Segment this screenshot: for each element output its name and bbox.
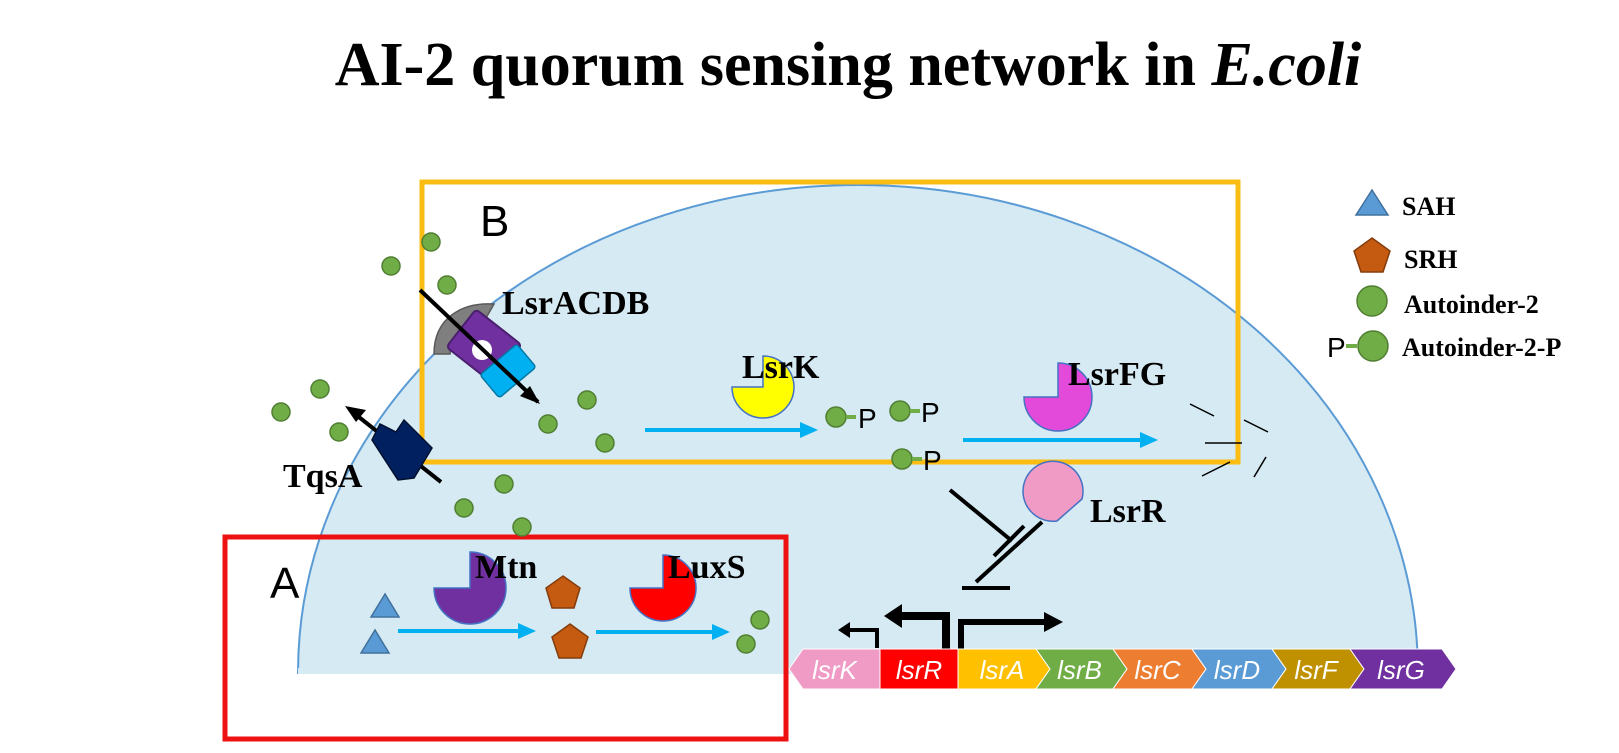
lsrr-label: LsrR <box>1090 493 1166 530</box>
luxs-arrowhead-icon <box>712 624 730 640</box>
box-b-label: B <box>480 197 509 246</box>
inhibition-marks <box>948 488 1044 590</box>
luxs-label: LuxS <box>668 549 746 586</box>
ai2p-molecule <box>889 400 911 422</box>
legend-label-ai2p: Autoinder-2-P <box>1402 333 1561 362</box>
import-arrow <box>418 288 540 404</box>
ai2-molecule <box>271 402 291 422</box>
ai2-molecule <box>595 433 615 453</box>
lsracdb-transporter <box>418 288 540 404</box>
gene-label-lsrG: lsrG <box>1377 655 1425 685</box>
degradation-arrowhead-icon <box>1140 432 1158 448</box>
mtn-icon <box>433 551 507 625</box>
title-organism: E.coli <box>1210 31 1361 99</box>
page-title: AI-2 quorum sensing network in E.coli <box>335 31 1362 99</box>
phosphorylation-arrowhead-icon <box>800 422 818 438</box>
gene-label-lsrC: lsrC <box>1134 655 1180 685</box>
lsrfg-icon <box>1023 362 1093 432</box>
box-a <box>222 534 789 742</box>
export-arrowhead-icon <box>345 406 366 422</box>
ai2-molecule <box>437 275 457 295</box>
degradation-fragments <box>1189 403 1269 478</box>
fragment-line <box>1243 419 1269 433</box>
promoters <box>847 612 1044 650</box>
lsrk-promoter-arrow <box>847 628 879 648</box>
box-a-label: A <box>270 559 300 608</box>
ai2p-molecule <box>825 406 847 428</box>
gene-label-lsrF: lsrF <box>1294 655 1339 685</box>
lsra-promoter-arrowhead-icon <box>1044 612 1063 632</box>
phospho-label: P <box>923 445 942 476</box>
ai2-molecules <box>271 232 770 654</box>
lsrfg-label: LsrFG <box>1068 356 1166 393</box>
ai2-molecule <box>494 474 514 494</box>
lsrr-promoter-arrow <box>900 612 950 650</box>
transporter-label: LsrACDB <box>502 285 649 322</box>
ai2-molecule <box>381 256 401 276</box>
ai2-molecule <box>454 498 474 518</box>
box-b <box>419 179 1241 465</box>
srh-icon <box>551 623 589 659</box>
gene-label-lsrR: lsrR <box>896 655 942 685</box>
ai2-molecule <box>577 390 597 410</box>
tqsa-icon <box>371 418 433 481</box>
legend: SAH SRH Autoinder-2 P Autoinder-2-P <box>1327 188 1561 363</box>
lsrk-label: LsrK <box>742 349 820 386</box>
sah-icon <box>369 592 401 618</box>
srh-icon <box>545 575 581 609</box>
tqsa-exporter <box>345 406 443 484</box>
lsrr-represses-promoter <box>974 520 1044 584</box>
fragment-line <box>1253 456 1267 478</box>
sah-icon <box>359 628 391 654</box>
mtn-arrowhead-icon <box>518 623 536 639</box>
gene-label-lsrD: lsrD <box>1214 655 1260 685</box>
phospho-label: P <box>858 403 877 434</box>
legend-label-sah: SAH <box>1402 192 1455 221</box>
fragment-line <box>1189 403 1215 417</box>
gene-lsrG <box>1349 648 1457 690</box>
gene-label-lsrK: lsrK <box>812 655 858 685</box>
ai2-molecule <box>310 379 330 399</box>
ai2-molecule <box>736 634 756 654</box>
legend-phospho-circle-icon <box>1357 330 1389 362</box>
ai2-p-molecules: P P P <box>825 397 942 476</box>
ai2-molecule <box>538 414 558 434</box>
legend-phospho-prefix: P <box>1327 332 1346 363</box>
lsra-promoter-arrow <box>958 619 1044 650</box>
legend-circle-icon <box>1356 285 1388 317</box>
ai2-molecule <box>329 422 349 442</box>
ai2p-inhibits-lsrr <box>948 488 1014 543</box>
legend-pentagon-icon <box>1353 237 1391 273</box>
phospho-label: P <box>921 397 940 428</box>
import-arrowhead-icon <box>520 386 540 404</box>
ai2-molecule <box>421 232 441 252</box>
gene-label-lsrB: lsrB <box>1057 655 1102 685</box>
fragment-line <box>1201 461 1231 477</box>
lsrk-icon <box>731 355 795 419</box>
mtn-label: Mtn <box>475 549 537 586</box>
legend-label-srh: SRH <box>1404 245 1457 274</box>
gene-label-lsrA: lsrA <box>980 655 1025 685</box>
lsr-operon: lsrK lsrR lsrA lsrB lsrC lsrD lsrF lsrG <box>788 648 1457 690</box>
exporter-label: TqsA <box>283 458 363 495</box>
cell-body <box>296 184 1420 674</box>
lsrr-icon <box>1022 460 1084 523</box>
inhibition-bar <box>992 524 1026 558</box>
lsrk-promoter-arrowhead-icon <box>838 622 850 638</box>
ai2p-molecule <box>891 448 913 470</box>
legend-triangle-icon <box>1354 188 1390 216</box>
legend-label-ai2: Autoinder-2 <box>1404 290 1539 319</box>
lsrr-promoter-arrowhead-icon <box>884 604 902 628</box>
title-main: AI-2 quorum sensing network in <box>335 31 1212 99</box>
ai2-molecule <box>512 517 532 537</box>
luxs-icon <box>629 554 697 622</box>
ai2-molecule <box>750 610 770 630</box>
